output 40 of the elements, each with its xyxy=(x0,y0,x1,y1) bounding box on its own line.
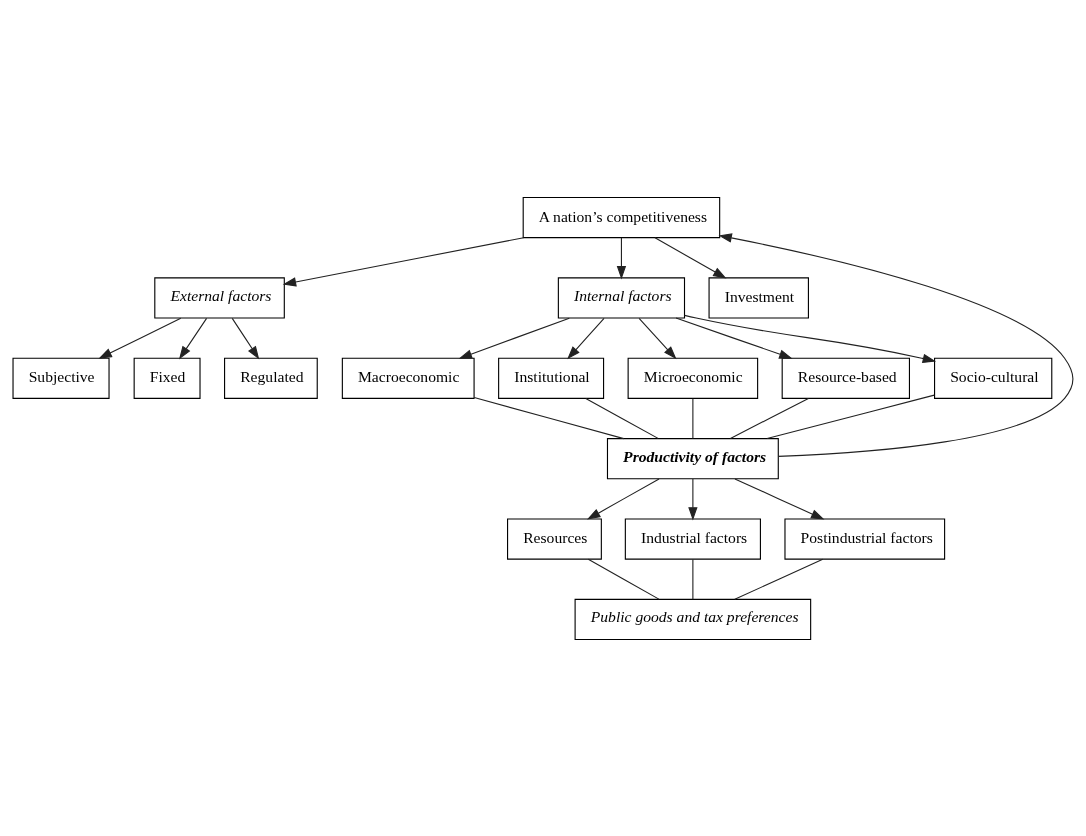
node-box: Industrial factors xyxy=(624,517,761,560)
arrow xyxy=(734,477,825,520)
node-box: Socio-cultural xyxy=(934,357,1053,399)
connector xyxy=(692,397,694,439)
arrow xyxy=(718,232,1074,457)
arrow xyxy=(458,317,570,359)
arrow xyxy=(98,317,182,359)
connector xyxy=(473,396,625,439)
arrow xyxy=(675,317,793,359)
connector xyxy=(587,558,660,600)
node-box: Macroeconomic xyxy=(341,357,475,399)
node-box: Postindustrial factors xyxy=(784,517,946,560)
arrow xyxy=(586,477,660,520)
node-box: Institutional xyxy=(498,357,605,399)
arrow xyxy=(282,236,525,287)
connector xyxy=(766,394,935,439)
node-box: External factors xyxy=(154,276,285,319)
node-box: Investment xyxy=(708,276,809,319)
node-box: Internal factors xyxy=(557,276,686,319)
arrow xyxy=(178,317,208,359)
connector xyxy=(585,397,659,439)
node-box: Productivity of factors xyxy=(606,437,779,479)
arrow xyxy=(616,236,627,279)
connector xyxy=(692,558,694,600)
node-box: Resource-based xyxy=(781,357,910,399)
arrow xyxy=(688,478,698,521)
arrow xyxy=(638,317,677,359)
node-box: Fixed xyxy=(133,357,201,399)
node-box: Microeconomic xyxy=(627,357,759,399)
arrow xyxy=(231,317,260,360)
arrow xyxy=(684,314,937,363)
arrow xyxy=(654,236,727,278)
connector xyxy=(734,558,824,600)
node-box: Resources xyxy=(507,517,602,560)
node-box: Regulated xyxy=(224,357,318,399)
arrow xyxy=(567,317,605,359)
connector xyxy=(729,397,809,439)
node-box: A nation’s competitiveness xyxy=(522,196,721,238)
node-box: Subjective xyxy=(12,357,110,399)
node-box: Public goods and tax preferences xyxy=(574,598,812,640)
